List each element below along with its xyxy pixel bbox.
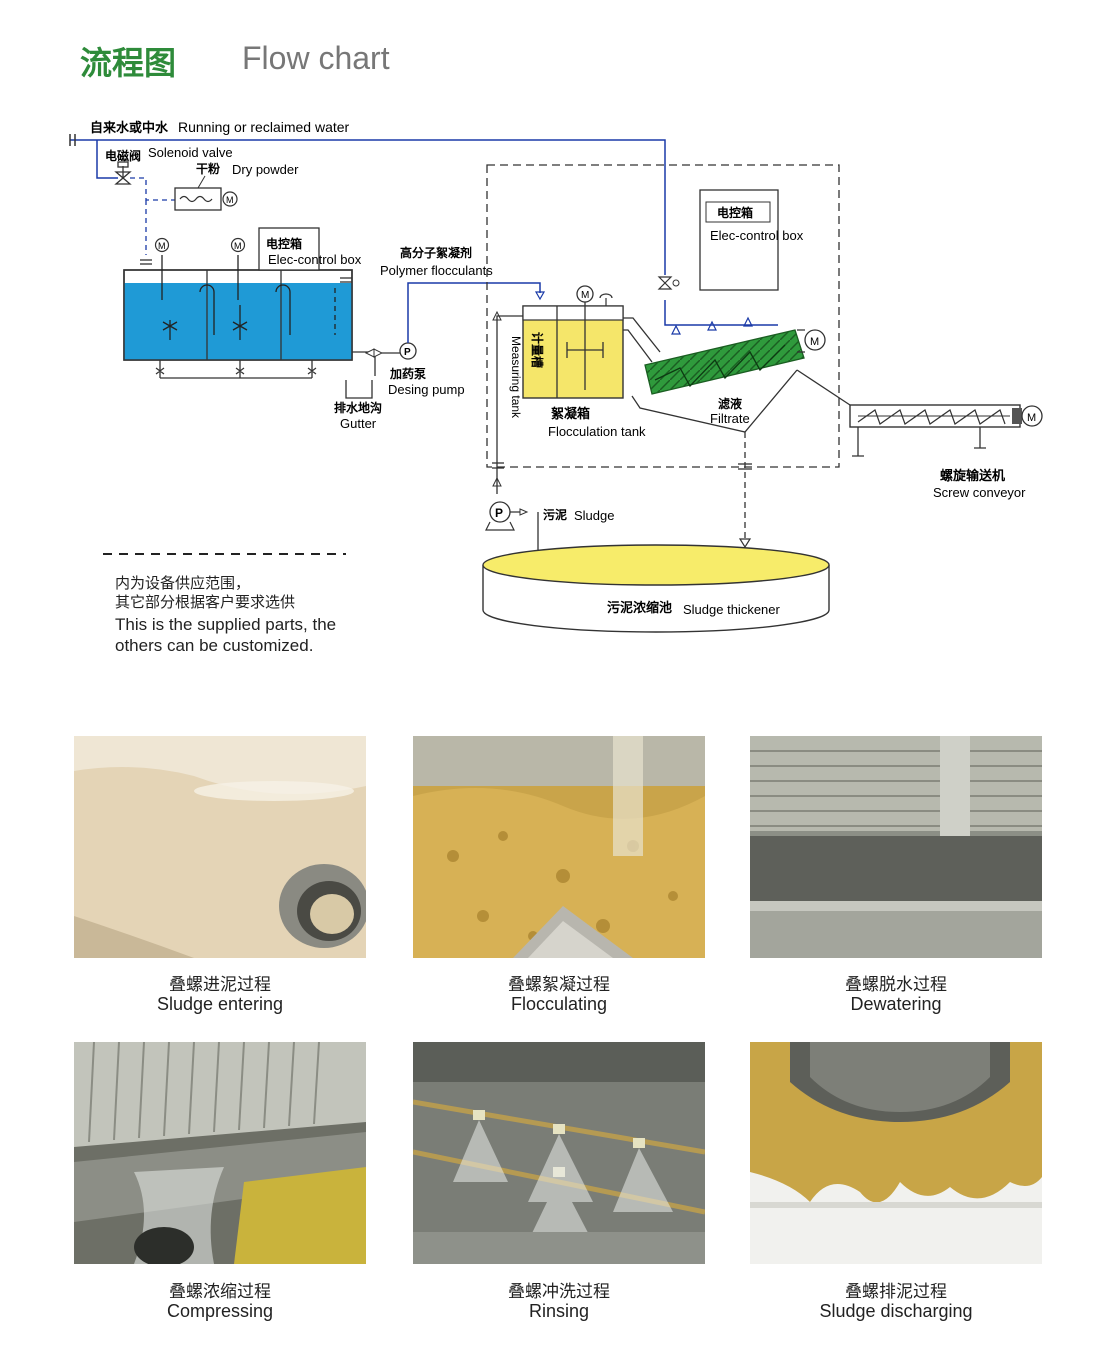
svg-text:P: P (495, 506, 503, 520)
gutter-label-cn: 排水地沟 (334, 400, 382, 415)
photo-caption-en: Compressing (166, 1301, 274, 1321)
water-label-cn: 自来水或中水 (90, 120, 169, 135)
photo-caption-cn: 叠螺排泥过程 (845, 1282, 947, 1302)
water-pipe (70, 139, 778, 326)
powder-label-cn: 干粉 (196, 161, 220, 176)
photo-caption-cn: 叠螺浓缩过程 (169, 1282, 271, 1302)
note-en-line2: others can be customized. (115, 636, 314, 655)
note-cn-line2: 其它部分根据客户要求选供 (115, 593, 296, 611)
floc-label-en: Flocculation tank (548, 424, 646, 439)
photo-dewatering (750, 736, 1042, 958)
svg-text:M: M (1027, 412, 1036, 424)
dosing-tank: M M (123, 237, 384, 399)
powder-label-en: Dry powder (232, 162, 299, 177)
polymer-label-cn: 高分子絮凝剂 (400, 245, 472, 260)
supply-scope-boundary (486, 164, 840, 468)
photo-flocculating (413, 736, 705, 958)
photo-sludge-discharging (750, 1042, 1042, 1264)
flow-diagram: 自来水或中水 Running or reclaimed water 电磁阀 So… (69, 119, 1043, 633)
filtrate-label-cn: 滤液 (718, 396, 742, 411)
photo-rinsing (413, 1042, 705, 1264)
screw-conveyor-label-en: Screw conveyor (933, 485, 1026, 500)
page-title-cn: 流程图 (80, 44, 177, 82)
elec-box-2-cn: 电控箱 (717, 205, 753, 220)
photo-caption-en: Sludge discharging (819, 1301, 973, 1321)
elec-box-1-en: Elec-control box (268, 252, 362, 267)
elec-box-1-cn: 电控箱 (266, 236, 302, 251)
measure-label-en: Measuring tank (509, 336, 523, 419)
photo-caption-cn: 叠螺进泥过程 (169, 975, 271, 995)
valve-label-cn: 电磁阀 (105, 148, 141, 163)
svg-text:M: M (226, 195, 234, 205)
svg-text:P: P (404, 347, 411, 358)
water-label-en: Running or reclaimed water (178, 119, 350, 135)
screw-conveyor-label-cn: 螺旋输送机 (940, 468, 1005, 483)
polymer-label-en: Polymer flocculants (380, 263, 493, 278)
photo-caption-en: Dewatering (850, 994, 942, 1014)
screw-conveyor: M (849, 404, 1043, 457)
photo-caption-en: Flocculating (510, 994, 608, 1014)
thickener-label-cn: 污泥浓缩池 (607, 600, 672, 615)
filtrate-label-en: Filtrate (710, 411, 750, 426)
screw-press: M (631, 329, 851, 433)
photo-caption-en: Sludge entering (156, 994, 284, 1014)
note-en-line1: This is the supplied parts, the (115, 615, 337, 634)
svg-text:M: M (234, 241, 242, 251)
svg-text:M: M (810, 336, 819, 348)
photo-compressing (74, 1042, 366, 1264)
photo-caption-en: Rinsing (528, 1301, 590, 1321)
dosing-pump-icon: P (399, 342, 417, 360)
photo-caption-cn: 叠螺脱水过程 (845, 975, 947, 995)
floc-label-cn: 絮凝箱 (551, 406, 590, 421)
sludge-label-en: Sludge (574, 508, 614, 523)
dry-powder-feeder: M (174, 175, 238, 211)
flocculation-tank: M (522, 285, 661, 399)
svg-text:M: M (581, 290, 589, 301)
svg-text:M: M (158, 241, 166, 251)
valve-label-en: Solenoid valve (148, 145, 233, 160)
sludge-pump-icon: P (485, 501, 515, 531)
solenoid-valve-icon (114, 161, 132, 185)
thickener-label-en: Sludge thickener (683, 602, 781, 617)
sludge-label-cn: 污泥 (543, 507, 567, 522)
gutter-label-en: Gutter (340, 416, 377, 431)
photo-caption-cn: 叠螺絮凝过程 (508, 975, 610, 995)
elec-box-2-en: Elec-control box (710, 228, 804, 243)
page-title-en: Flow chart (242, 40, 390, 76)
photo-caption-cn: 叠螺冲洗过程 (508, 1282, 610, 1302)
pump-label-en: Desing pump (388, 382, 465, 397)
note-cn-line1: 内为设备供应范围， (115, 574, 251, 592)
measure-label-cn: 计量槽 (530, 332, 545, 368)
pump-label-cn: 加药泵 (389, 366, 426, 381)
sludge-thickener (482, 544, 830, 633)
photo-sludge-entering (74, 736, 366, 958)
